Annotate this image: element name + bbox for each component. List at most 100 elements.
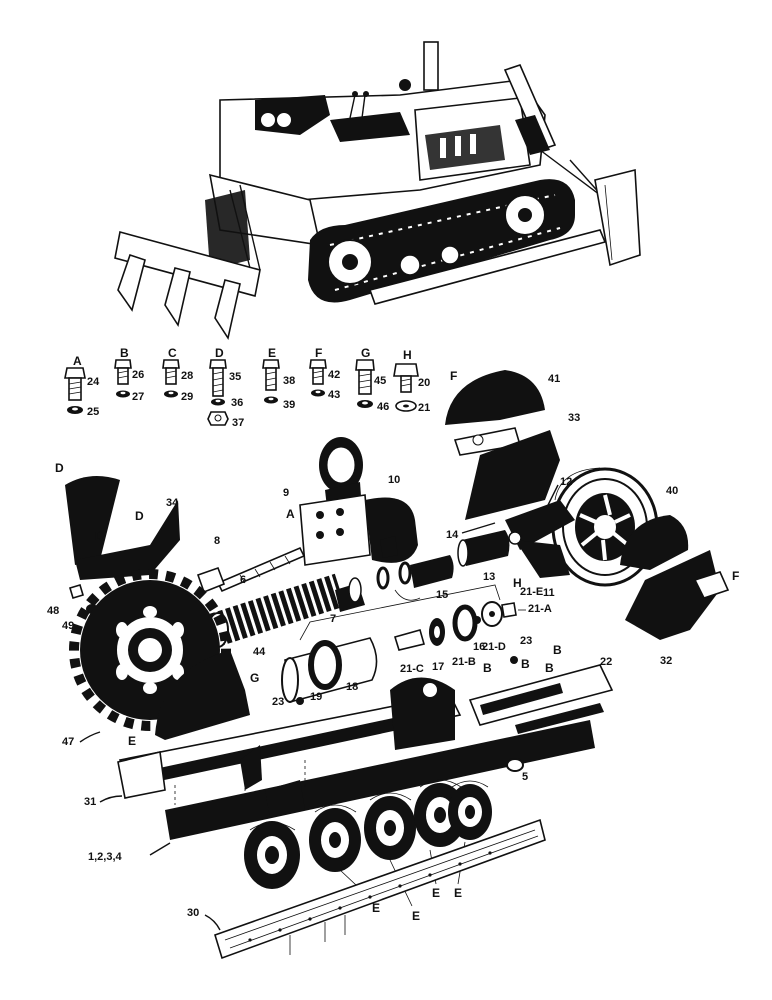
callout-d-mid: D (135, 509, 144, 523)
fastener-letter-g: G (361, 346, 370, 360)
part-label-49: 49 (62, 620, 74, 632)
bolt-label-28: 28 (181, 370, 193, 382)
part-label-11: 11 (543, 587, 555, 599)
part-label-15: 15 (436, 589, 448, 601)
callout-b-a: B (521, 657, 530, 671)
part-label-12: 12 (560, 476, 572, 488)
track-roller-1 (244, 821, 300, 889)
callout-e-r2: E (412, 909, 420, 923)
callout-b-b: B (483, 661, 492, 675)
bolt-label-26: 26 (132, 369, 144, 381)
callout-b-d: B (545, 661, 554, 675)
part-label-6: 6 (240, 574, 246, 586)
part-label-7: 7 (330, 613, 336, 625)
washer-label-39: 39 (283, 399, 295, 411)
part-label-16: 16 (473, 641, 485, 653)
idler-guard-41: F 41 (445, 369, 560, 456)
fastener-group-c: C 28 29 (162, 346, 193, 403)
part-label-21c: 21-C (400, 663, 424, 675)
washer-label-46: 46 (377, 401, 389, 413)
part-label-23a: 23 (272, 696, 284, 708)
guard-40: 40 (620, 485, 689, 570)
callout-e-r4: E (454, 886, 462, 900)
washer-label-36: 36 (231, 397, 243, 409)
nut-label-37: 37 (232, 417, 244, 429)
callout-f-right: F (732, 569, 739, 583)
part-label-48: 48 (47, 605, 59, 617)
part-label-47: 47 (62, 736, 74, 748)
fastener-letter-d: D (215, 346, 224, 360)
part-label-10: 10 (388, 474, 400, 486)
part-label-5: 5 (522, 771, 528, 783)
part-label-21d: 21-D (482, 641, 506, 653)
part-label-44: 44 (253, 646, 266, 658)
part-label-23b: 23 (520, 635, 532, 647)
part-label-21b: 21-B (452, 656, 476, 668)
spring-seat-7: 7 (330, 577, 365, 625)
fastener-group-b: B 26 27 (114, 346, 144, 403)
callout-d-low: D (95, 529, 104, 543)
fastener-letter-e: E (268, 346, 276, 360)
part-label-34: 34 (166, 497, 179, 509)
part-label-9: 9 (283, 487, 289, 499)
callout-f-top: F (450, 369, 457, 383)
tension-bolt-8: 8 (196, 535, 306, 594)
part-label-13: 13 (483, 571, 495, 583)
washer-label-43: 43 (328, 389, 340, 401)
fastener-letter-f: F (315, 346, 322, 360)
part-label-21a: 21-A (528, 603, 552, 615)
part-label-1234: 1,2,3,4 (88, 851, 123, 863)
part-label-33: 33 (568, 412, 580, 424)
callout-d-top: D (55, 461, 64, 475)
part-label-40: 40 (666, 485, 678, 497)
part-label-31: 31 (84, 796, 96, 808)
part-label-21e: 21-E (520, 586, 543, 598)
idler-shaft-13: 13 14 (446, 522, 510, 583)
bolt-label-20: 20 (418, 377, 430, 389)
part-label-18: 18 (346, 681, 358, 693)
tractor-illustration (114, 41, 641, 341)
guard-34: D D D 34 (55, 461, 180, 580)
callout-e-r1: E (372, 901, 380, 915)
washer-label-29: 29 (181, 391, 193, 403)
screw-23-right: 23 B (510, 635, 532, 671)
fastener-letter-a: A (73, 354, 82, 368)
idler-yoke-11: 11 21-E H 12 (505, 476, 575, 599)
bolt-label-45: 45 (374, 375, 386, 387)
track-frame: 22 B B B 31 E 23 1,2,3,4 5 (84, 643, 614, 863)
fastener-group-f: F 42 43 (309, 346, 340, 401)
fastener-group-g: G 45 46 (355, 346, 389, 413)
washer-label-21: 21 (418, 402, 430, 414)
track-roller-5 (448, 780, 492, 840)
guard-44: 44 G (155, 646, 266, 740)
fastener-group-d: D 35 36 37 (207, 346, 244, 429)
guard-plate-32: F 32 (625, 550, 739, 667)
guard-plate-33: 33 (465, 412, 580, 520)
part-label-22: 22 (600, 656, 612, 668)
callout-g-sprocket: G (250, 671, 259, 685)
sprocket-bolts-48-49: 48 49 (47, 584, 98, 632)
washer-label-25: 25 (87, 406, 99, 418)
callout-b-c: B (553, 643, 562, 657)
fastener-letter-h: H (403, 348, 412, 362)
callout-h-yoke: H (513, 576, 522, 590)
fastener-letter-c: C (168, 346, 177, 360)
part-label-32: 32 (660, 655, 672, 667)
part-label-17: 17 (432, 661, 444, 673)
track-roller-2 (309, 804, 361, 872)
bolt-label-38: 38 (283, 375, 295, 387)
fastener-letter-b: B (120, 346, 129, 360)
track-rollers: E E E E (244, 779, 492, 923)
track-guard-30: 30 (187, 818, 546, 960)
fastener-group-a: A 24 25 (64, 354, 100, 418)
bolt-label-35: 35 (229, 371, 241, 383)
fastener-group-e: E 38 39 (262, 346, 295, 411)
part-label-41: 41 (548, 373, 560, 385)
part-label-30: 30 (187, 907, 199, 919)
callout-e-left: E (128, 734, 136, 748)
callout-e-r3: E (432, 886, 440, 900)
callout-a-cylinder: A (286, 507, 295, 521)
seal-rings-15: 15 (376, 555, 454, 601)
idler-shaft-parts: 18 19 21-C 17 21-B 16 21-D 21-A (281, 584, 552, 704)
